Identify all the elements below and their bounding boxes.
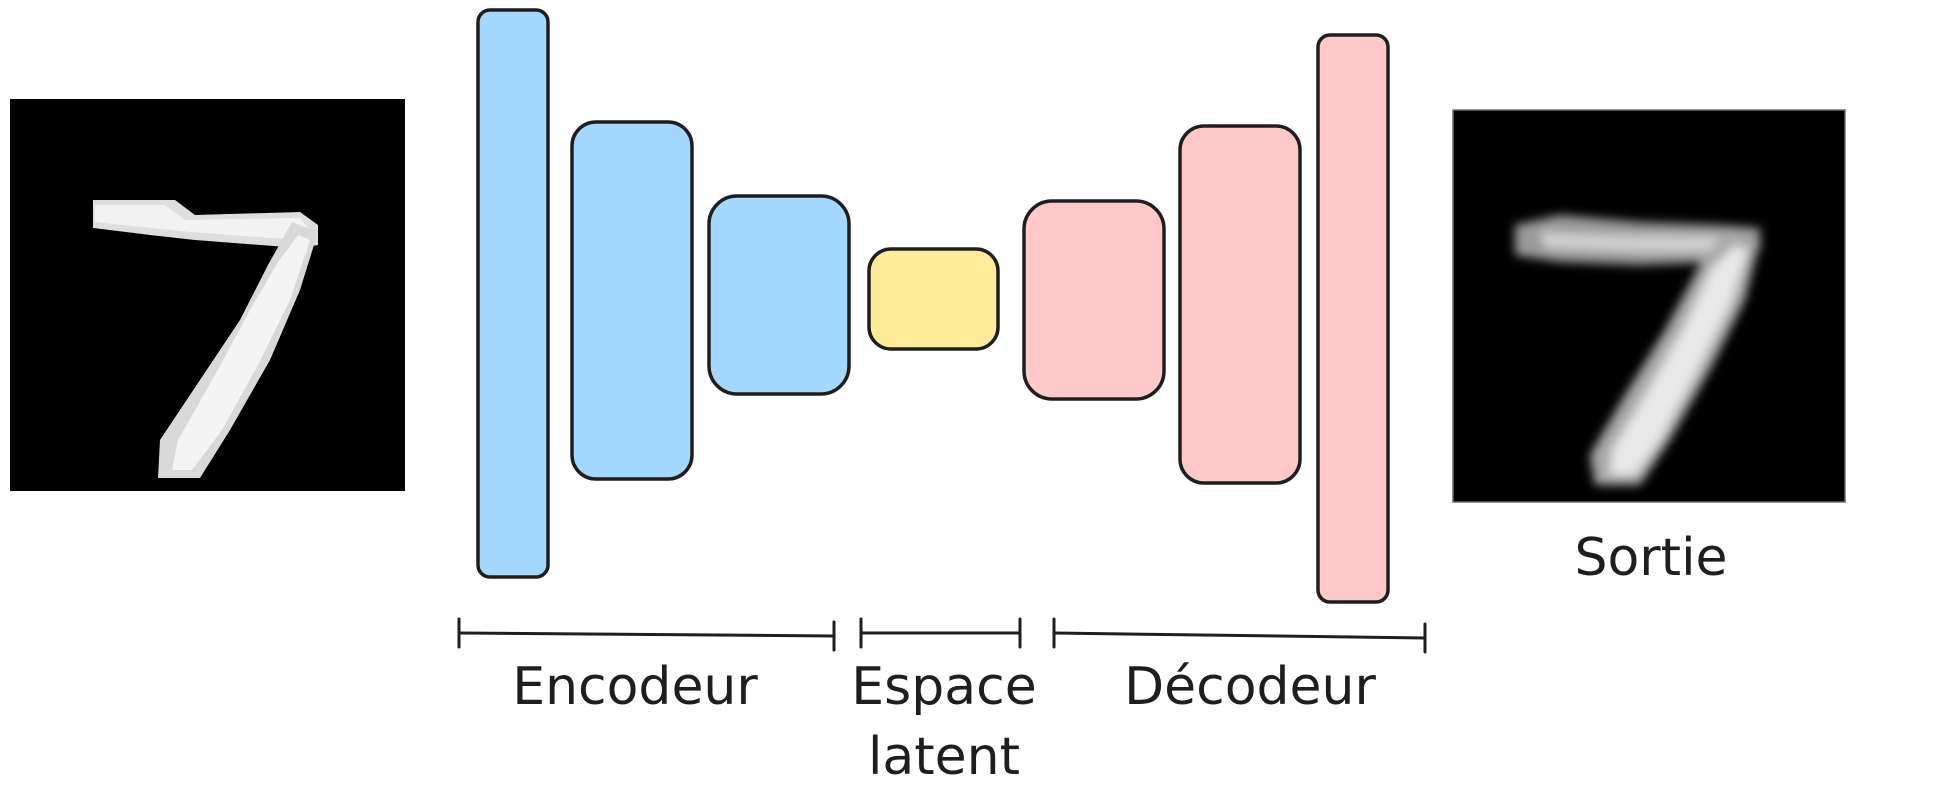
latent-bracket bbox=[859, 617, 1022, 649]
input-digit-seven bbox=[93, 200, 318, 478]
input-image bbox=[10, 99, 405, 491]
decoder-layer-3 bbox=[1316, 33, 1390, 604]
encoder-layer-2 bbox=[570, 120, 694, 481]
encoder-layers bbox=[476, 8, 851, 579]
output-digit-seven bbox=[1515, 215, 1760, 485]
latent-layer bbox=[867, 247, 1000, 351]
encoder-label: Encodeur bbox=[512, 657, 758, 717]
latent-label-line-2: latent bbox=[868, 727, 1020, 787]
output-image bbox=[1452, 109, 1846, 503]
encoder-bracket bbox=[457, 617, 836, 652]
output-label: Sortie bbox=[1574, 528, 1727, 588]
decoder-layers bbox=[1022, 33, 1390, 604]
latent-label-line-1: Espace bbox=[851, 657, 1036, 717]
decoder-bracket bbox=[1052, 617, 1427, 654]
encoder-layer-1 bbox=[476, 8, 550, 579]
encoder-layer-3 bbox=[707, 194, 851, 396]
decoder-layer-2 bbox=[1178, 124, 1302, 485]
decoder-label: Décodeur bbox=[1124, 657, 1376, 717]
decoder-layer-1 bbox=[1022, 199, 1166, 401]
